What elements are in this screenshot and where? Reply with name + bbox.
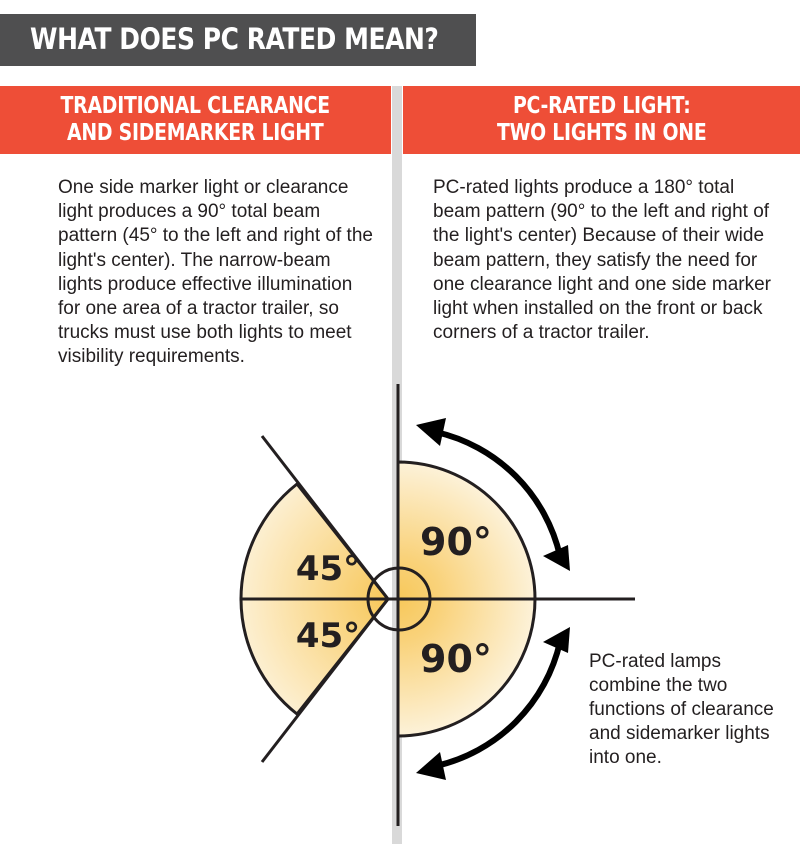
left-beam-wedge	[239, 435, 400, 763]
right-column-body: PC-rated lights produce a 180° total bea…	[433, 177, 771, 344]
left-upper-sector	[239, 481, 392, 601]
left-column-title: TRADITIONAL CLEARANCE AND SIDEMARKER LIG…	[60, 93, 331, 147]
left-column-header: TRADITIONAL CLEARANCE AND SIDEMARKER LIG…	[0, 86, 391, 154]
left-lower-boundary-line	[260, 598, 390, 763]
title-bar: WHAT DOES PC RATED MEAN?	[0, 14, 476, 66]
upper-double-arrow-icon	[416, 418, 570, 571]
left-lower-angle-label: 45°	[296, 616, 360, 656]
right-lower-sector	[396, 597, 537, 738]
right-column-title: PC-RATED LIGHT: TWO LIGHTS IN ONE	[496, 93, 707, 147]
right-column-header: PC-RATED LIGHT: TWO LIGHTS IN ONE	[403, 86, 800, 154]
lamp-circle-icon	[366, 566, 432, 632]
right-lower-angle-label: 90°	[420, 637, 492, 681]
left-heading-line1: TRADITIONAL CLEARANCE	[60, 93, 331, 119]
lower-double-arrow-icon	[416, 627, 570, 780]
left-lower-sector	[239, 597, 392, 717]
page-title: WHAT DOES PC RATED MEAN?	[30, 22, 439, 56]
left-upper-angle-label: 45°	[296, 549, 360, 589]
right-upper-sector	[396, 460, 537, 601]
left-heading-line2: AND SIDEMARKER LIGHT	[67, 120, 324, 146]
right-heading-line2: TWO LIGHTS IN ONE	[496, 120, 707, 146]
left-column-body: One side marker light or clearance light…	[58, 177, 373, 368]
right-beam-halfdisc	[396, 384, 635, 826]
right-heading-line1: PC-RATED LIGHT:	[512, 93, 691, 119]
right-upper-angle-label: 90°	[420, 520, 492, 564]
left-upper-boundary-line	[260, 435, 390, 600]
diagram-caption: PC-rated lamps combine the two functions…	[589, 651, 774, 768]
